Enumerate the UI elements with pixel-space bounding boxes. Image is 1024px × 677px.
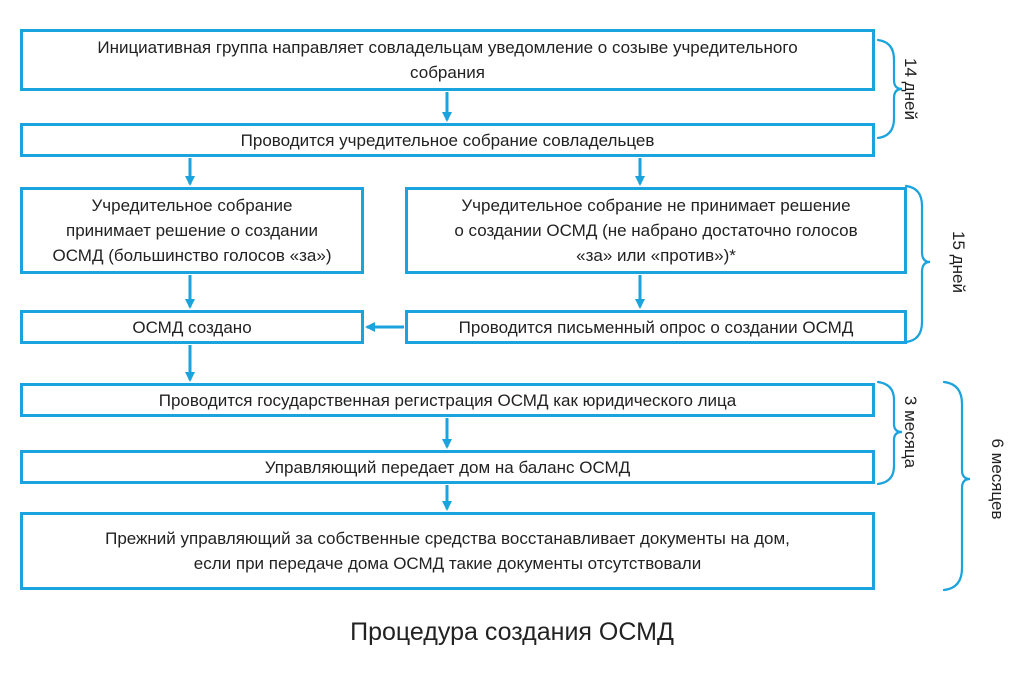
decision-yes-line3: ОСМД (большинство голосов «за») xyxy=(52,246,332,265)
step-restore-documents: Прежний управляющий за собственные средс… xyxy=(20,512,875,590)
step-notify-line1: Инициативная группа направляет совладель… xyxy=(97,38,798,57)
step-notify-owners: Инициативная группа направляет совладель… xyxy=(20,29,875,91)
step-transfer-balance: Управляющий передает дом на баланс ОСМД xyxy=(20,450,875,484)
decision-no-line2: о создании ОСМД (не набрано достаточно г… xyxy=(454,221,858,240)
duration-3-months: 3 месяца xyxy=(901,395,920,469)
step-founding-meeting: Проводится учредительное собрание совлад… xyxy=(20,123,875,157)
brace-15-days xyxy=(904,184,931,344)
brace-6-months xyxy=(942,380,971,592)
step-written-survey: Проводится письменный опрос о создании О… xyxy=(405,310,907,344)
step-survey-label: Проводится письменный опрос о создании О… xyxy=(458,317,854,337)
step-documents-line2: если при передаче дома ОСМД такие докуме… xyxy=(193,554,702,573)
step-created-label: ОСМД создано xyxy=(132,317,252,337)
step-decision-yes: Учредительное собрание принимает решение… xyxy=(20,187,364,274)
duration-14-days: 14 дней xyxy=(901,58,920,120)
step-osmd-created: ОСМД создано xyxy=(20,310,364,344)
decision-no-line3: «за» или «против»)* xyxy=(576,246,736,265)
brace-14-days xyxy=(876,38,903,140)
decision-no-line1: Учредительное собрание не принимает реше… xyxy=(461,196,851,215)
duration-15-days: 15 дней xyxy=(949,231,968,293)
step-meeting-label: Проводится учредительное собрание совлад… xyxy=(240,130,655,150)
step-notify-line2: собрания xyxy=(410,63,485,82)
decision-yes-line2: принимает решение о создании xyxy=(66,221,318,240)
step-decision-no: Учредительное собрание не принимает реше… xyxy=(405,187,907,274)
step-state-registration: Проводится государственная регистрация О… xyxy=(20,383,875,417)
decision-yes-line1: Учредительное собрание xyxy=(91,196,293,215)
step-documents-line1: Прежний управляющий за собственные средс… xyxy=(105,529,790,548)
brace-3-months xyxy=(876,380,903,486)
step-registration-label: Проводится государственная регистрация О… xyxy=(158,390,737,410)
duration-6-months: 6 месяцев xyxy=(988,438,1007,520)
figure-caption: Процедура создания ОСМД xyxy=(350,618,674,646)
step-balance-label: Управляющий передает дом на баланс ОСМД xyxy=(264,457,631,477)
